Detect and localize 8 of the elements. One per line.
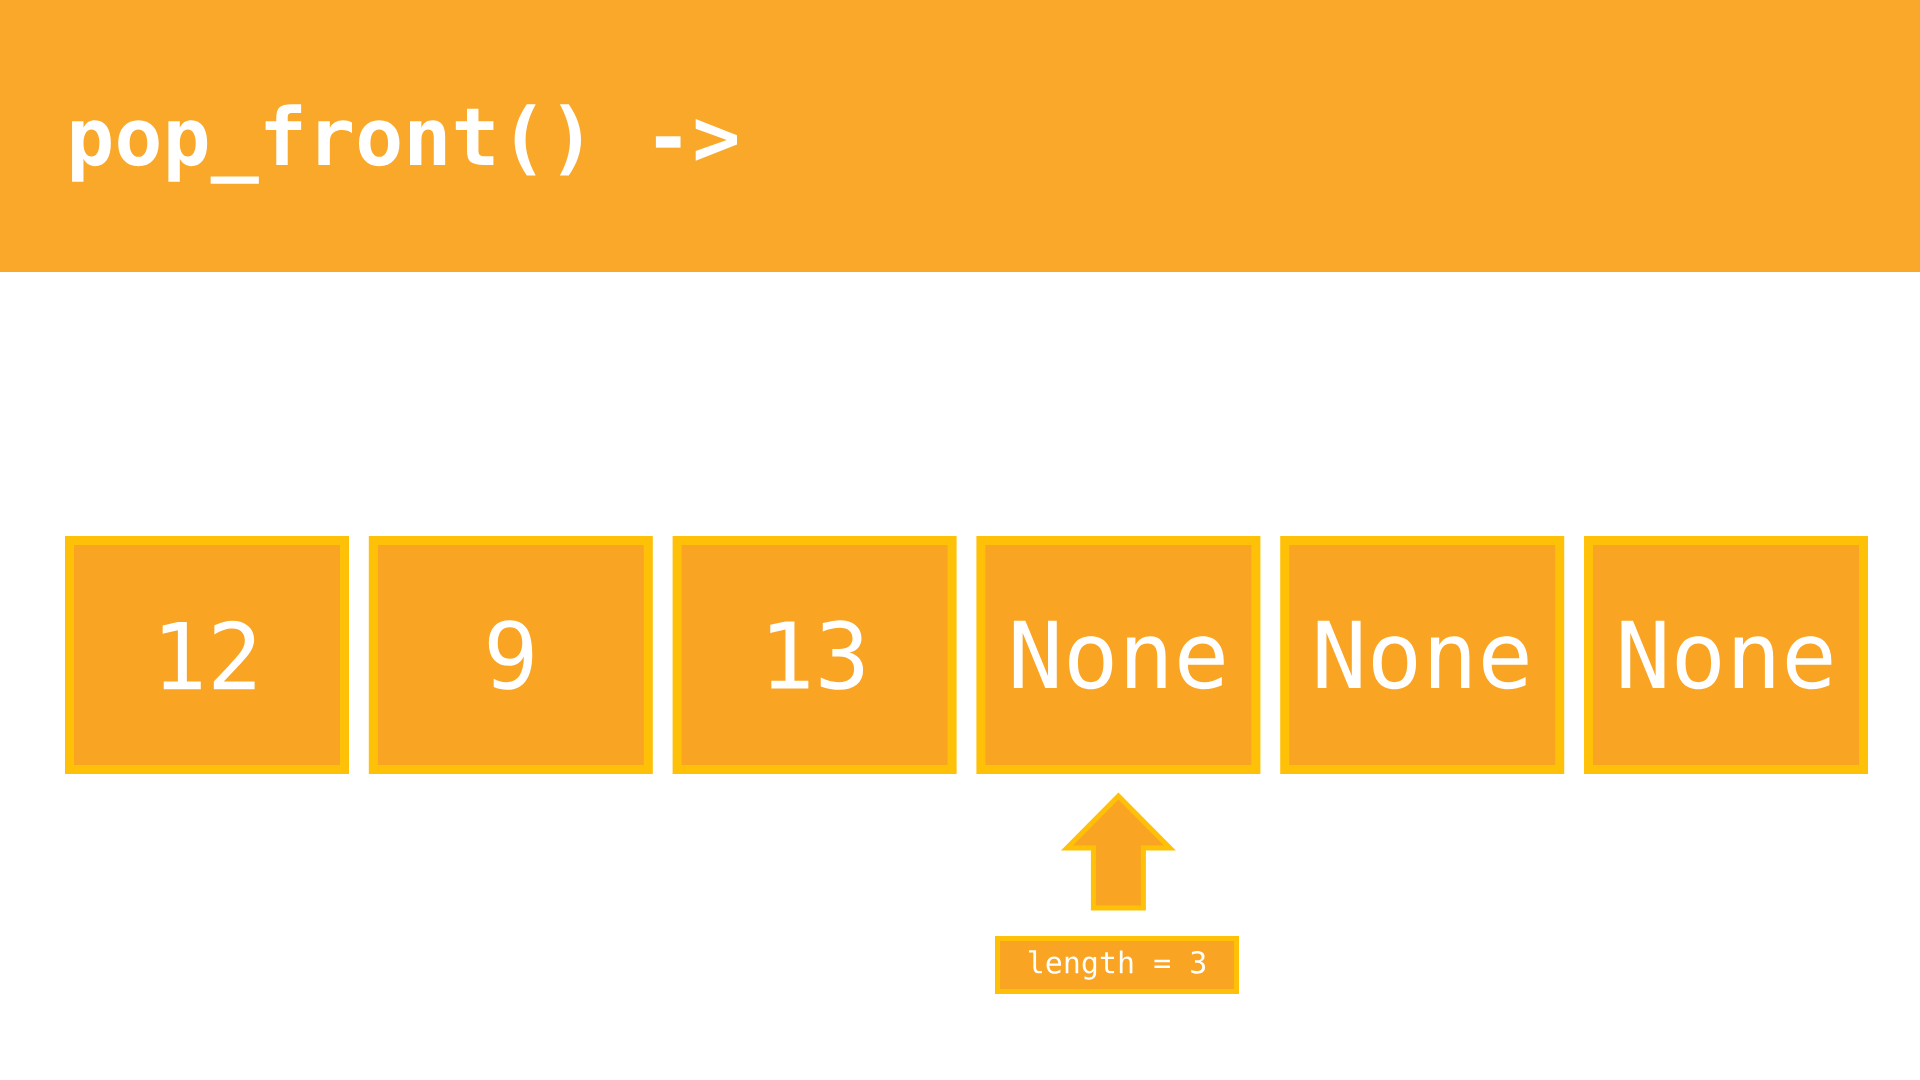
array-cell: None bbox=[976, 536, 1261, 774]
array-cell: 9 bbox=[368, 536, 653, 774]
array-cell: None bbox=[1280, 536, 1565, 774]
array-cell: None bbox=[1584, 536, 1868, 774]
array-cell: 12 bbox=[65, 536, 349, 774]
title-bar: pop_front() -> bbox=[0, 0, 1920, 272]
label-box: length = 3 bbox=[995, 936, 1239, 994]
array-cell: 13 bbox=[672, 536, 957, 774]
